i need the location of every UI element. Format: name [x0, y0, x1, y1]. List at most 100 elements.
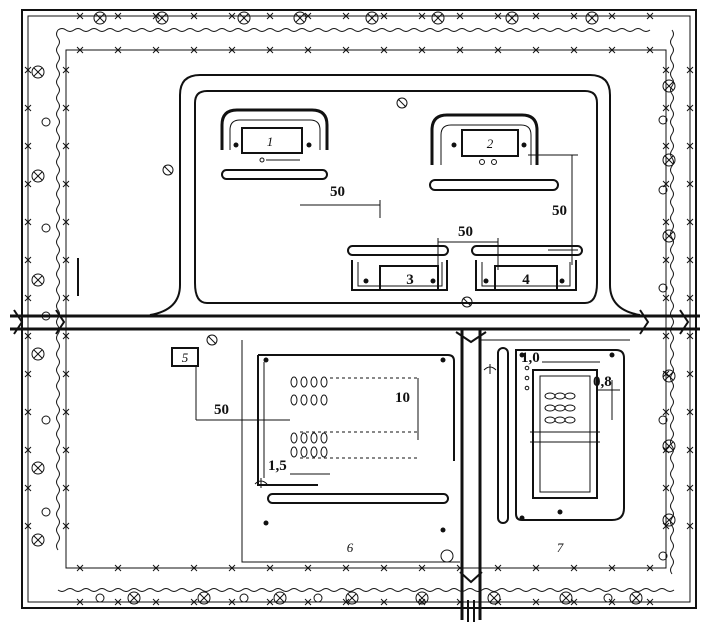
fence-x-mark [494, 12, 502, 20]
circle-with-x-icon [505, 11, 519, 25]
circle-with-x-icon [31, 533, 45, 547]
fence-x-mark [190, 12, 198, 20]
building-4: 4 [471, 245, 583, 291]
marker [290, 394, 298, 406]
fence-x-mark [76, 46, 84, 54]
marker [300, 376, 308, 388]
upper-enclosure [149, 74, 641, 316]
circle-with-x-icon [365, 11, 379, 25]
fence-x-mark [24, 332, 32, 340]
fence-x-mark [114, 46, 122, 54]
small-circle-icon [41, 415, 51, 425]
fence-x-mark [266, 12, 274, 20]
fence-x-mark [62, 294, 70, 302]
dimension-50-top: 50 [330, 184, 345, 200]
circle-with-x-icon [487, 591, 501, 605]
fence-x-mark [24, 142, 32, 150]
fence-x-mark [456, 12, 464, 20]
fence-x-mark [418, 564, 426, 572]
fence-x-mark [662, 218, 670, 226]
fence-x-mark [62, 522, 70, 530]
fence-x-mark [342, 12, 350, 20]
marker [310, 446, 318, 458]
small-circle-icon [658, 551, 668, 561]
area-5: 5 [171, 347, 199, 420]
fence-x-mark [62, 446, 70, 454]
circle-with-x-icon [237, 11, 251, 25]
circle-with-x-icon [662, 79, 676, 93]
fence-x-mark [686, 142, 694, 150]
small-circle-icon [95, 593, 105, 603]
marker [554, 416, 566, 424]
fence-x-mark [114, 564, 122, 572]
dimension-50-bottom: 50 [214, 402, 229, 418]
fence-x-mark [380, 12, 388, 20]
area-7: 7 1,0 0,8 [480, 339, 630, 555]
fence-x-mark [686, 104, 694, 112]
fence-x-mark [380, 598, 388, 606]
fence-x-mark [152, 46, 160, 54]
small-circle-icon [658, 115, 668, 125]
fence-x-mark [380, 46, 388, 54]
circle-with-x-icon [31, 273, 45, 287]
fence-x-mark [646, 598, 654, 606]
fence-x-mark [418, 12, 426, 20]
fence-x-mark [686, 484, 694, 492]
small-circle-icon [658, 415, 668, 425]
marker [544, 404, 556, 412]
fence-x-mark [62, 104, 70, 112]
marker [320, 376, 328, 388]
circle-with-x-icon [155, 11, 169, 25]
fence-x-mark [686, 332, 694, 340]
fence-x-mark [62, 66, 70, 74]
lamp-mast-icon [483, 364, 497, 374]
area-6: 6 10 50 1,5 [196, 340, 460, 563]
fence-x-mark [662, 408, 670, 416]
fence-x-mark [152, 598, 160, 606]
marker [300, 394, 308, 406]
fence-x-mark [76, 564, 84, 572]
fence-x-mark [228, 46, 236, 54]
circle-with-x-icon [431, 11, 445, 25]
fence-x-mark [24, 370, 32, 378]
fence-x-mark [304, 598, 312, 606]
fence-x-mark [646, 564, 654, 572]
fence-x-mark [62, 218, 70, 226]
small-circle-icon [313, 593, 323, 603]
dimension-horizontal-50-middle: 50 [437, 224, 499, 270]
fence-x-mark [532, 598, 540, 606]
fence-x-mark [662, 142, 670, 150]
circle-with-x-icon [93, 11, 107, 25]
fence-x-mark [228, 564, 236, 572]
area-6-label: 6 [347, 540, 354, 555]
fence-x-mark [342, 46, 350, 54]
marker [320, 446, 328, 458]
marker [564, 392, 576, 400]
fence-x-mark [608, 46, 616, 54]
fence-x-mark [266, 598, 274, 606]
small-circle-icon [41, 223, 51, 233]
circle-with-x-icon [127, 591, 141, 605]
fence-x-mark [494, 564, 502, 572]
fence-x-mark [24, 294, 32, 302]
marker [544, 392, 556, 400]
lamp-mast-icon [254, 478, 268, 488]
fence-x-mark [532, 564, 540, 572]
circle-with-x-icon [273, 591, 287, 605]
marker [320, 394, 328, 406]
circle-with-x-icon [293, 11, 307, 25]
tree-icon [162, 164, 174, 176]
marker [300, 432, 308, 444]
circle-with-x-icon [31, 65, 45, 79]
fence-x-mark [62, 256, 70, 264]
fence-x-mark [114, 598, 122, 606]
tree-icon [206, 334, 218, 346]
fence-x-mark [662, 332, 670, 340]
dimension-50-vertical: 50 [552, 203, 567, 219]
dimension-horizontal-50-top: 50 [300, 184, 381, 218]
fence-x-mark [24, 446, 32, 454]
marker [310, 432, 318, 444]
circle-with-x-icon [197, 591, 211, 605]
fence-x-mark [24, 484, 32, 492]
fence-x-mark [228, 12, 236, 20]
